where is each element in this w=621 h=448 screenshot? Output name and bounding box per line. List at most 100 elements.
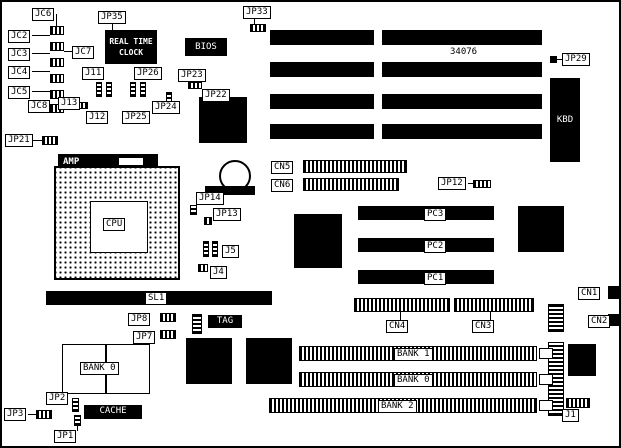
label-cn3: CN3 xyxy=(472,320,495,333)
label-jp8: JP8 xyxy=(128,313,151,326)
label-jp23: JP23 xyxy=(178,69,206,82)
label-jc7: JC7 xyxy=(72,46,95,59)
label-jp3: JP3 xyxy=(4,408,27,421)
connector-cn5 xyxy=(303,160,407,173)
chip-34076-label: 34076 xyxy=(450,47,478,57)
chip-bottom-right xyxy=(568,344,596,376)
label-cn4: CN4 xyxy=(386,320,409,333)
connector-cn6 xyxy=(303,178,399,191)
isa-slot-3-left xyxy=(270,94,374,109)
jumper-j11 xyxy=(96,82,102,97)
isa-slot-2-left xyxy=(270,62,374,77)
leader-line xyxy=(64,51,74,52)
label-pc2: PC2 xyxy=(424,240,447,253)
label-pc3: PC3 xyxy=(424,208,447,221)
jumper-jp2 xyxy=(72,398,79,412)
connector-cn2 xyxy=(608,314,619,326)
label-jp12: JP12 xyxy=(438,177,466,190)
edge-connector-jc6 xyxy=(50,26,64,35)
leader-line xyxy=(77,426,78,431)
isa-slot-3-right xyxy=(382,94,542,109)
leader-line xyxy=(56,14,57,26)
label-jp29: JP29 xyxy=(562,53,590,66)
leader-line xyxy=(32,35,50,36)
bios-chip: BIOS xyxy=(185,38,227,56)
label-cn5: CN5 xyxy=(271,161,294,174)
connector-cn4 xyxy=(354,298,450,312)
label-j11: J11 xyxy=(82,67,105,80)
label-bank2: BANK 2 xyxy=(378,400,417,413)
rtc-label-line1: REAL TIME xyxy=(109,37,153,46)
label-cn1: CN1 xyxy=(578,287,601,300)
jumper-j5-a xyxy=(203,241,209,257)
label-j1: J1 xyxy=(562,409,579,422)
isa-slot-4-right xyxy=(382,124,542,139)
label-sl1: SL1 xyxy=(145,292,168,305)
label-jc5: JC5 xyxy=(8,86,31,99)
chipset-chip-left xyxy=(294,214,342,268)
jumper-jp7 xyxy=(160,330,176,339)
label-jp26: JP26 xyxy=(134,67,162,80)
jumper-jp13 xyxy=(204,217,212,225)
edge-connector-jc3 xyxy=(50,58,64,67)
simm-latch-2 xyxy=(539,374,553,385)
label-jp33: JP33 xyxy=(243,6,271,19)
header-near-tag xyxy=(192,314,202,334)
edge-connector-jc4 xyxy=(50,74,64,83)
simm-latch-1 xyxy=(539,348,553,359)
leader-line xyxy=(400,312,401,320)
jumper-j12 xyxy=(106,82,112,97)
leader-line xyxy=(28,414,36,415)
cpu-socket-center xyxy=(90,201,148,253)
connector-j1 xyxy=(566,398,590,408)
label-jp24: JP24 xyxy=(152,101,180,114)
connector-jp29 xyxy=(550,56,557,63)
kbd-connector: KBD xyxy=(550,78,580,162)
battery-holder xyxy=(205,186,255,195)
label-jp25: JP25 xyxy=(122,111,150,124)
jumper-jp23 xyxy=(188,82,202,89)
amp-label: AMP xyxy=(63,157,80,167)
label-cn6: CN6 xyxy=(271,179,294,192)
label-jp22: JP22 xyxy=(202,89,230,102)
isa-slot-1-left xyxy=(270,30,374,45)
label-pc1: PC1 xyxy=(424,272,447,285)
tag-chip: TAG xyxy=(208,315,242,328)
connector-jp21 xyxy=(42,136,58,145)
label-j4: J4 xyxy=(210,266,227,279)
leader-line xyxy=(254,18,255,24)
label-jc6: JC6 xyxy=(32,8,55,21)
label-j13: J13 xyxy=(58,97,81,110)
leader-line xyxy=(32,71,50,72)
leader-line xyxy=(468,183,473,184)
label-jp35: JP35 xyxy=(98,11,126,24)
rtc-label-line2: CLOCK xyxy=(118,48,144,57)
isa-slot-2-right xyxy=(382,62,542,77)
connector-cn3 xyxy=(454,298,534,312)
label-jp13: JP13 xyxy=(213,208,241,221)
label-cn2: CN2 xyxy=(588,315,611,328)
real-time-clock-chip: REAL TIME CLOCK xyxy=(105,30,157,64)
isa-slot-4-left xyxy=(270,124,374,139)
leader-line xyxy=(32,53,50,54)
label-jp2: JP2 xyxy=(46,392,69,405)
label-bank0-simm: BANK 0 xyxy=(394,374,433,387)
label-j12: J12 xyxy=(86,111,109,124)
jumper-j4 xyxy=(198,264,208,272)
header-block-right xyxy=(548,304,564,332)
chip-under-jp22 xyxy=(199,97,247,143)
label-bank1: BANK 1 xyxy=(394,348,433,361)
label-jc4: JC4 xyxy=(8,66,31,79)
jumper-jp26 xyxy=(130,82,136,97)
label-jp7: JP7 xyxy=(133,331,156,344)
label-bank0-cache: BANK 0 xyxy=(80,362,119,375)
chip-bottom-2 xyxy=(246,338,292,384)
leader-line xyxy=(112,23,113,30)
jumper-j5-b xyxy=(212,241,218,257)
jumper-jp3 xyxy=(36,410,52,419)
chipset-chip-right xyxy=(518,206,564,252)
connector-cn1 xyxy=(608,286,619,299)
leader-line xyxy=(557,59,562,60)
label-jp21: JP21 xyxy=(5,134,33,147)
